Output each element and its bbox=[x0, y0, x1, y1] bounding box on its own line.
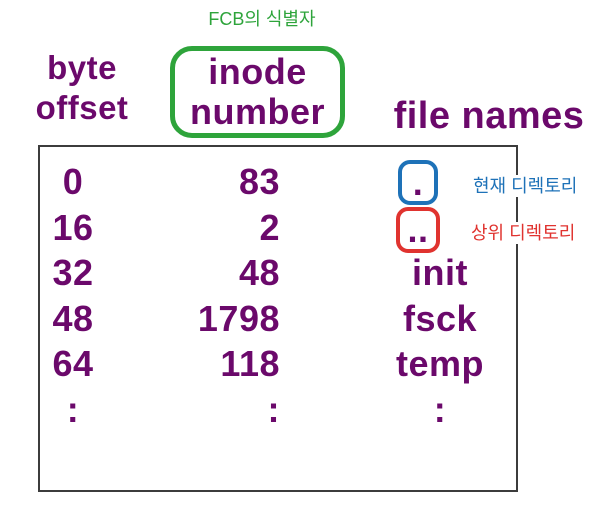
table-cell-byte-offset: 0 bbox=[62, 161, 84, 202]
table-cell-inode-number: 1798 bbox=[197, 297, 280, 339]
table-cell-spacer bbox=[280, 387, 370, 433]
table-cell-inode-number: 48 bbox=[238, 252, 280, 293]
fcb-identifier-annotation: FCB의 식별자 bbox=[208, 9, 316, 29]
current-directory-annotation: 현재 디렉토리 bbox=[470, 175, 581, 197]
table-cell-inode-number: : bbox=[267, 388, 280, 430]
table-cell-byte-offset: 16 bbox=[52, 206, 94, 248]
table-cell-spacer bbox=[280, 341, 370, 387]
byte-offset-header: byte offset bbox=[35, 49, 129, 126]
table-cell-inode-number: 118 bbox=[220, 343, 280, 384]
table-cell-byte-offset: : bbox=[66, 388, 80, 430]
table-cell-file-name: init bbox=[412, 252, 468, 293]
parent-directory-entry-box: .. bbox=[396, 207, 440, 253]
table-cell-file-name: fsck bbox=[402, 297, 478, 339]
directory-table-rows: 0 83 16 2 32 48 init 48 1798 fsck 64 118… bbox=[40, 159, 516, 432]
inode-number-highlight-box: inode number bbox=[170, 46, 345, 138]
table-cell-inode-number: 83 bbox=[238, 161, 280, 202]
dot-entry: . bbox=[412, 161, 424, 203]
table-cell-byte-offset: 64 bbox=[52, 343, 94, 384]
table-cell-spacer bbox=[280, 159, 370, 205]
table-cell-spacer bbox=[280, 296, 370, 342]
table-cell-spacer bbox=[280, 205, 370, 251]
table-cell-byte-offset: 48 bbox=[52, 297, 94, 339]
directory-table: 0 83 16 2 32 48 init 48 1798 fsck 64 118… bbox=[38, 145, 518, 492]
table-cell-byte-offset: 32 bbox=[52, 252, 94, 293]
table-cell-inode-number: 2 bbox=[259, 206, 280, 248]
dotdot-entry: .. bbox=[407, 209, 429, 250]
current-directory-entry-box: . bbox=[398, 160, 438, 205]
inode-number-header: inode number bbox=[189, 51, 325, 132]
table-cell-spacer bbox=[280, 250, 370, 296]
file-names-header: file names bbox=[393, 95, 585, 137]
table-cell-file-name: : bbox=[433, 388, 447, 430]
parent-directory-annotation: 상위 디렉토리 bbox=[468, 222, 579, 244]
table-cell-file-name: temp bbox=[395, 343, 484, 384]
